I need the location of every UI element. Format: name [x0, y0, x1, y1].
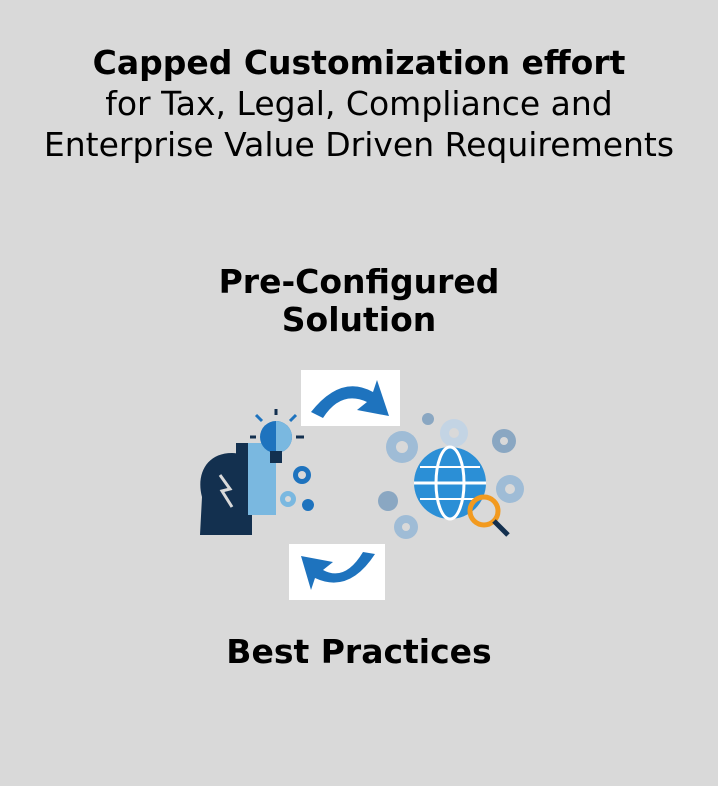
header-line-3: Enterprise Value Driven Requirements — [43, 125, 675, 164]
header-title: Capped Customization effort — [92, 43, 626, 82]
header-line-2: for Tax, Legal, Compliance and — [105, 84, 613, 123]
solution-label: Pre-Configured Solution — [0, 263, 718, 339]
header: Capped Customization effort for Tax, Leg… — [0, 42, 718, 165]
process-illustration — [200, 409, 524, 539]
human-head-lightbulb-gears-icon — [200, 409, 314, 535]
solution-line-1: Pre-Configured — [218, 262, 500, 301]
globe-gears-magnifier-icon — [378, 413, 524, 539]
curved-arrow-right-icon — [301, 370, 400, 426]
curved-arrow-left-icon — [289, 544, 385, 600]
best-practices-label: Best Practices — [226, 632, 492, 671]
solution-line-2: Solution — [281, 300, 437, 339]
